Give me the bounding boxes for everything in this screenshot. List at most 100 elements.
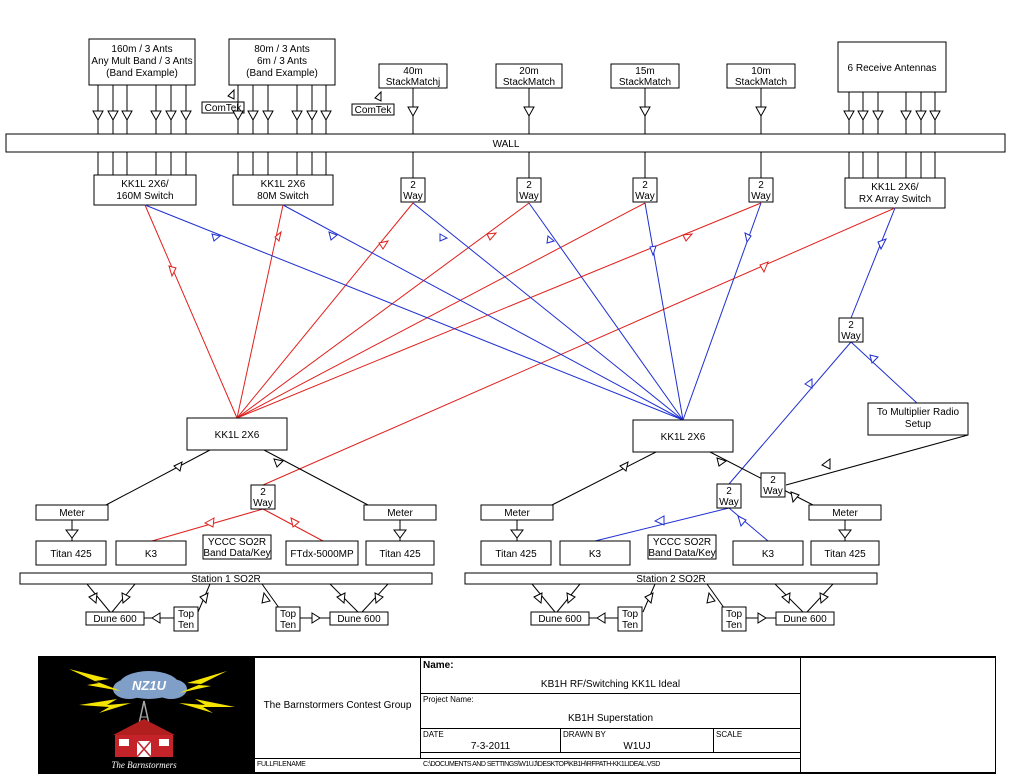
antenna-20m-box [495,63,563,89]
antenna-15m-group: 15m StackMatch [610,63,680,89]
station1-radio-k3 [115,540,187,566]
splitter-station1-box [250,484,276,510]
feedline-arrow [857,110,869,122]
station1-topten-left-label-2: Ten [178,620,194,631]
blank-cell [800,657,996,773]
station2: Meter Meter Titan 425 K3 YCCC SO2R Band … [464,504,882,632]
station2-radio-k3-left-label: K3 [589,549,602,560]
project-cell: Project Name: KB1H Superstation [420,693,801,729]
station1-topten-right-label-1: Top [280,609,297,620]
feedline-arrow [92,110,104,122]
antenna-80m-label-3: (Band Example) [246,68,318,79]
station1-meter-right-label: Meter [387,508,413,519]
splitter-station2-box [716,483,742,509]
antenna-15m-label-1: 15m [635,66,654,77]
switch-80m: KK1L 2X6 80M Switch [232,174,334,206]
splitter-top-box [632,177,658,203]
antenna-20m-group: 20m StackMatch [495,63,563,89]
antenna-80m-label-1: 80m / 3 Ants [254,44,310,55]
splitter-top-label: 2 [642,180,648,191]
drawing-name: KB1H RF/Switching KK1L Ideal [540,679,681,690]
feedline-arrow [900,110,912,122]
switch-80m-label-1: KK1L 2X6 [261,179,306,190]
station2-topten-left-label-2: Ten [622,620,638,631]
switch-160m-label-1: KK1L 2X6/ [121,179,169,190]
antenna-20m-label-2: StackMatch [503,77,555,88]
antenna-80m-box [228,38,336,86]
splitter-rx-label-1: 2 [848,320,854,331]
feedline-arrow [407,106,419,118]
antenna-160m-group: 160m / 3 Ants Any Mult Band / 3 Ants (Ba… [88,38,196,86]
switch-rx-label-1: KK1L 2X6/ [871,182,919,193]
station2-ycc-label-2: Band Data/Key [648,548,715,559]
wall-bar [5,133,1006,153]
station1-bar [19,572,433,585]
logo-callsign: NZ1U [132,678,167,693]
splitter-top-box [748,177,774,203]
station2-dune-right-label: Dune 600 [783,614,827,625]
switch-rx-array: KK1L 2X6/ RX Array Switch [844,177,946,209]
feedline-arrow [843,110,855,122]
switch-160m-box [93,174,197,206]
feedline-arrow [872,110,884,122]
antenna-80m-label-2: 6m / 3 Ants [257,56,307,67]
station1-ycc-label-1: YCCC SO2R [208,537,266,548]
splitter-rx-box [838,317,864,343]
receive-antennas-box [837,41,947,93]
to-multiplier-label-1: To Multiplier Radio [877,407,960,418]
antenna-10m-label-1: 10m [751,66,770,77]
group-cell: The Barnstormers Contest Group [254,657,421,759]
station2-wiring [510,434,969,542]
kk1l-right-label: KK1L 2X6 [661,432,706,443]
station1-meter-right [363,504,437,521]
feedline-arrow [107,110,119,122]
feedline-arrow [755,106,767,118]
station2-ycc-label-1: YCCC SO2R [653,537,711,548]
feedline-arrow [929,110,941,122]
drawn-cell: DRAWN BY W1UJ [560,728,714,753]
group-name: The Barnstormers Contest Group [263,700,412,711]
feedline-arrow [523,106,535,118]
comtek-1-arrow [227,88,235,100]
station1-ycc [202,534,272,560]
kk1l-left: KK1L 2X6 [186,417,288,451]
station1-titan-right-label: Titan 425 [379,549,421,560]
station1-topten-right-label-2: Ten [280,620,296,631]
switch-160m: KK1L 2X6/ 160M Switch [93,174,197,206]
feedline-arrow [915,110,927,122]
splitter-station1: 2 Way [250,484,276,510]
date-label: DATE [423,730,444,739]
feedline-arrow [180,110,192,122]
rf-paths [144,202,919,486]
lightning-bolt-icon [179,671,227,693]
splitter-top-label: Way [403,191,423,202]
splitter-top-label: 2 [526,180,532,191]
to-multiplier-radio: To Multiplier Radio Setup [867,402,969,436]
kk1l-right-box [632,419,734,453]
feedline-arrow [291,110,303,122]
filename-value: C:\DOCUMENTS AND SETTINGS\W1UJ\DESKTOP\K… [423,761,660,768]
station2-radio-k3-right-label: K3 [762,549,775,560]
antenna-160m-label-1: 160m / 3 Ants [111,44,172,55]
filename-label: FULLFILENAME [257,761,306,768]
antenna-160m-box [88,38,196,86]
feedlines [92,85,941,178]
splitter-station2: 2 Way [716,483,742,509]
station2-radio-k3-right [732,540,804,566]
splitter-top-label: 2 [410,180,416,191]
scale-cell: SCALE [713,728,801,753]
station1-titan-left-label: Titan 425 [50,549,92,560]
date-cell: DATE 7-3-2011 [420,728,561,753]
comtek-1-label: ComTek [205,103,243,114]
wall: WALL [5,133,1006,153]
antenna-80m-group: 80m / 3 Ants 6m / 3 Ants (Band Example) [228,38,336,86]
antenna-40m-box [378,63,448,89]
to-multiplier-label-2: Setup [905,419,932,430]
antenna-160m-label-3: (Band Example) [106,68,178,79]
station1-radio-ftdx-label: FTdx-5000MP [290,549,354,560]
splitter-top-box [516,177,542,203]
station1-ycc-label-2: Band Data/Key [203,548,270,559]
splitter-station2-rx-label-1: 2 [770,475,776,486]
station2-titan-right-label: Titan 425 [824,549,866,560]
